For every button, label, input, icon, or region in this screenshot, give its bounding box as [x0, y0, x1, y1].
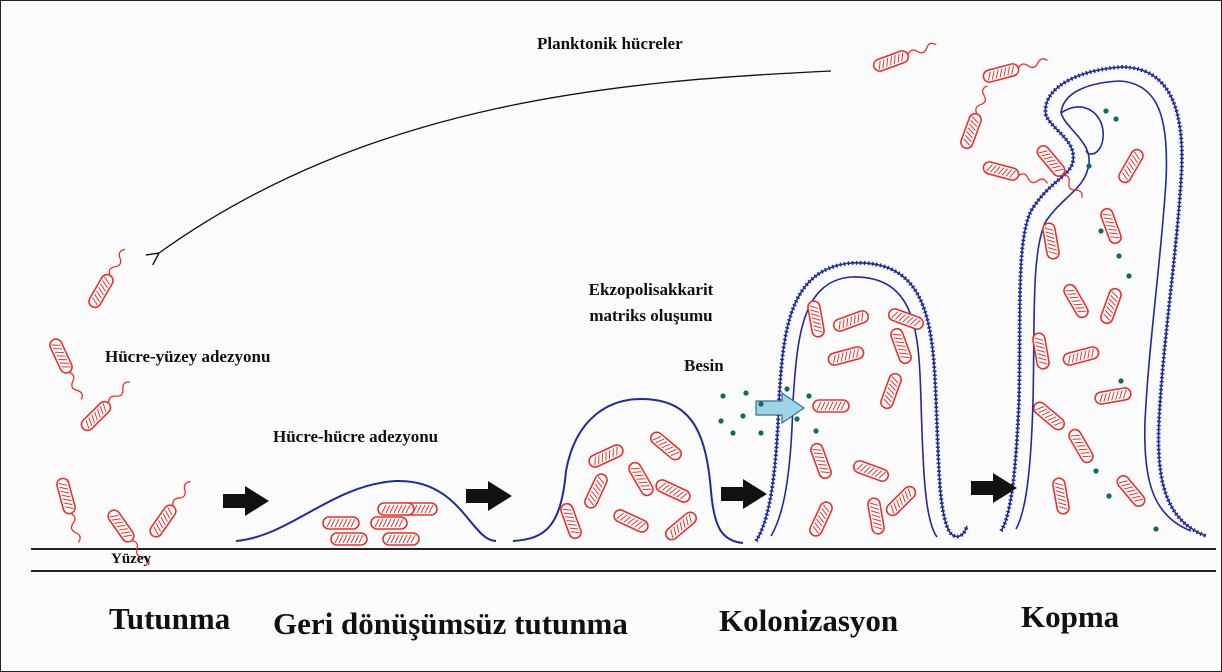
nutrient-particle	[794, 416, 799, 421]
nutrient-particle	[1118, 378, 1123, 383]
nutrient-particle	[1126, 273, 1131, 278]
stage-label-irreversible-attachment: Geri dönüşümsüz tutunma	[273, 606, 628, 642]
bacterium-cell	[1099, 207, 1123, 245]
bacterium-cell	[559, 502, 583, 540]
cell-cell-adhesion-label: Hücre-hücre adezyonu	[273, 427, 438, 447]
nutrient-label: Besin	[684, 356, 724, 376]
bacterium-cell	[827, 346, 865, 367]
nutrient-particle	[720, 393, 725, 398]
nutrient-particle	[1098, 228, 1103, 233]
bacterium-cell	[852, 459, 890, 483]
bacterium-cell	[371, 517, 407, 529]
bacterium-cell	[1094, 387, 1132, 405]
bacterium-cell	[1115, 473, 1147, 508]
stage-arrow-2	[466, 481, 512, 511]
bacterium-cell	[648, 430, 683, 462]
planktonic-cells-label: Planktonik hücreler	[537, 34, 683, 54]
bacterium-cell	[879, 372, 903, 410]
nutrient-particle	[1093, 468, 1098, 473]
bacterium-cell	[79, 378, 134, 433]
surface-label: Yüzey	[111, 551, 151, 568]
bacterium-cell	[813, 400, 849, 412]
bacterium-cell	[663, 510, 698, 542]
bacterium-cell	[1031, 400, 1066, 432]
bacterium-cell	[148, 478, 196, 539]
nutrient-particle	[1116, 253, 1121, 258]
stage-arrow-3	[721, 479, 767, 509]
nutrient-particle	[740, 413, 745, 418]
eps-formation-label: Ekzopolisakkarit matriks oluşumu	[561, 277, 741, 329]
bacterium-cell	[872, 39, 938, 73]
nutrient-particle	[743, 390, 748, 395]
nutrient-particle	[730, 430, 735, 435]
bacterium-cell	[807, 300, 825, 338]
nutrient-particle	[784, 386, 789, 391]
bacterium-cell	[884, 484, 918, 518]
stage-label-attachment: Tutunma	[109, 601, 230, 637]
bacterium-cell	[1032, 332, 1050, 370]
bacterium-cell	[809, 442, 833, 480]
bacterium-cell	[1062, 346, 1100, 367]
nutrient-particle	[1153, 526, 1158, 531]
bacterium-cell	[889, 327, 913, 365]
bacterium-cell	[87, 246, 130, 309]
bacterium-cell	[982, 161, 1049, 190]
nutrient-particle	[1113, 116, 1118, 121]
bacterium-cell	[808, 500, 834, 538]
bacterium-cell	[331, 533, 367, 545]
planktonic-return-arrow	[159, 71, 831, 253]
bacterium-cell	[1117, 147, 1145, 184]
bacterium-cell	[1052, 477, 1070, 515]
bacterium-cell	[1099, 287, 1123, 325]
bacterium-cell	[982, 55, 1049, 84]
nutrient-particle	[1086, 163, 1091, 168]
bacterium-cell	[1042, 222, 1060, 260]
nutrient-particle	[758, 401, 763, 406]
bacterium-cell	[832, 309, 870, 333]
detaching-biofilm-outline	[1001, 67, 1206, 536]
bacterium-cell	[48, 337, 87, 402]
bacterium-cell	[959, 84, 993, 150]
bacterium-cell	[627, 460, 655, 497]
nutrient-particle	[806, 393, 811, 398]
bacterium-cell	[612, 508, 650, 534]
bacterium-cell	[383, 533, 419, 545]
stage-label-detachment: Kopma	[1021, 599, 1119, 635]
nutrient-particle	[758, 430, 763, 435]
bacterium-cell	[654, 478, 692, 504]
bacterium-cell	[1067, 427, 1095, 464]
cell-surface-adhesion-label: Hücre-yüzey adezyonu	[105, 347, 270, 367]
nutrient-particle	[1103, 108, 1108, 113]
nutrient-particle	[1106, 493, 1111, 498]
bacterium-cell	[378, 503, 414, 515]
stage-arrow-1	[223, 486, 269, 516]
stage-label-colonization: Kolonizasyon	[719, 603, 898, 639]
bacterium-cell	[56, 477, 85, 544]
bacterium-cell	[1062, 282, 1090, 319]
nutrient-particle	[813, 428, 818, 433]
nutrient-particle	[718, 418, 723, 423]
bacterium-cell	[887, 307, 925, 331]
microcolony-mound	[236, 481, 496, 541]
bacterium-cell	[583, 472, 609, 510]
bacterium-cell	[867, 497, 885, 535]
bacterium-cell	[323, 517, 359, 529]
bacterium-cell	[587, 443, 625, 469]
